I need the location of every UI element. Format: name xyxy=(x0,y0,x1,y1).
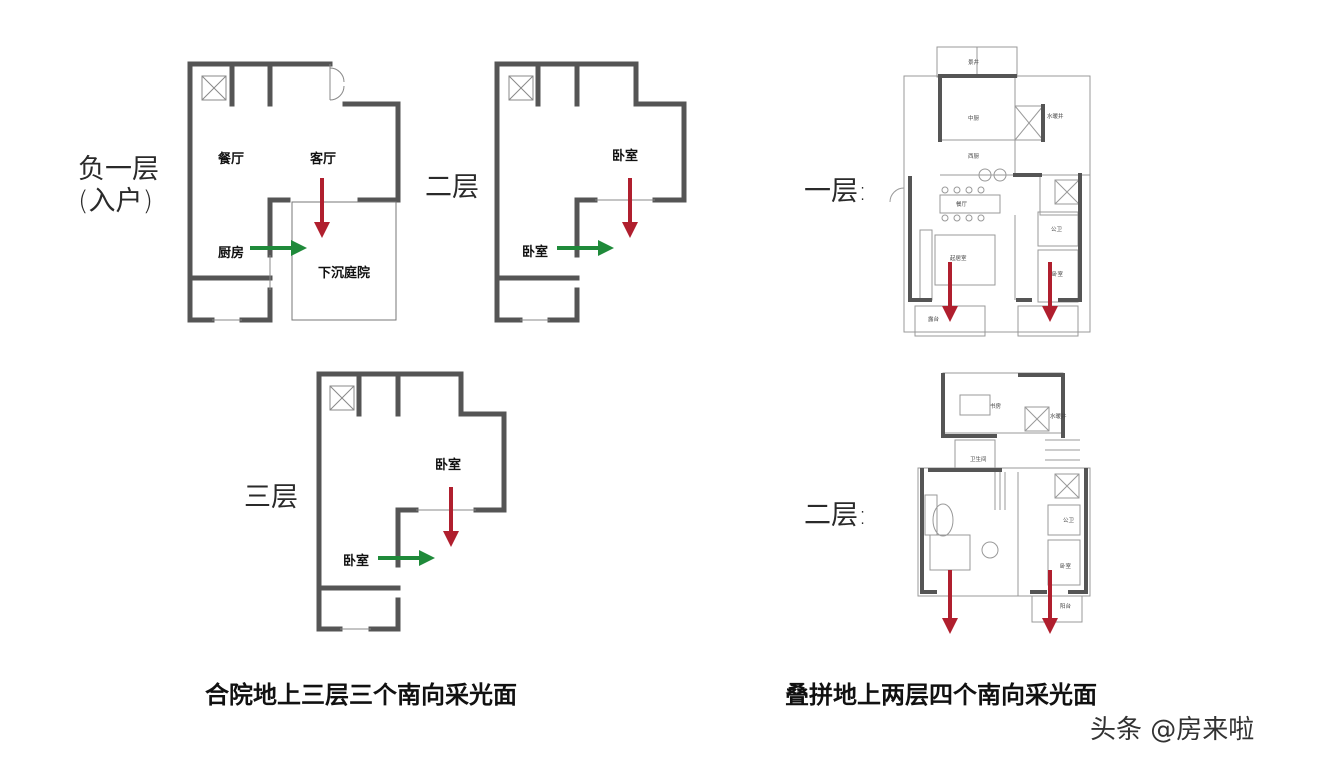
right-f2-label-study: 书房 xyxy=(990,404,1002,410)
east-arrow xyxy=(250,240,307,256)
room-label-dining: 餐厅 xyxy=(218,152,245,167)
south-arrow xyxy=(314,178,330,238)
east-arrows xyxy=(250,240,614,566)
right-f2-label-shaft: 水暖井 xyxy=(1050,414,1067,420)
south-arrow xyxy=(443,487,459,547)
watermark: 头条 @房来啦 xyxy=(1090,715,1255,745)
f2-details xyxy=(508,75,655,321)
right-f1-floorplan xyxy=(889,46,1091,337)
south-arrow xyxy=(1042,570,1058,634)
right-f1-label-shaft: 水暖井 xyxy=(1047,114,1064,120)
right-f1-label-terrace: 露台 xyxy=(928,317,940,323)
b1-floor-label: 负一层 xyxy=(78,154,159,185)
b1-floor-sublabel: (入户) xyxy=(78,186,154,217)
south-arrow xyxy=(942,570,958,634)
right-f2-label-bath: 卫生间 xyxy=(970,457,987,463)
right-f2-floor-label: 二层: xyxy=(804,500,868,531)
room-label-bedroom: 卧室 xyxy=(435,458,462,473)
south-arrow xyxy=(1042,262,1058,322)
right-f1-label-bedroom: 卧室 xyxy=(1052,272,1064,278)
f3-floorplan xyxy=(316,371,507,632)
f3-details xyxy=(329,385,476,630)
right-f2-walls xyxy=(920,373,1088,594)
right-f2-label-public-bath: 公卫 xyxy=(1063,518,1075,524)
south-arrow xyxy=(622,178,638,238)
b1-floorplan xyxy=(187,61,401,323)
east-arrow xyxy=(378,550,435,566)
room-label-courtyard: 下沉庭院 xyxy=(318,266,371,281)
room-label-kitchen: 厨房 xyxy=(218,246,245,261)
right-caption: 叠拼地上两层四个南向采光面 xyxy=(785,681,1097,709)
room-label-living: 客厅 xyxy=(310,152,337,167)
left-caption: 合院地上三层三个南向采光面 xyxy=(205,681,517,709)
f2-floor-label: 二层 xyxy=(425,172,479,203)
right-f1-label-top: 景井 xyxy=(968,60,980,66)
right-f1-label-living: 起居室 xyxy=(950,256,967,262)
east-arrow xyxy=(557,240,614,256)
b1-details xyxy=(201,64,397,321)
right-f1-label-kitchen: 中厨 xyxy=(968,116,980,122)
right-f2-label-bedroom: 卧室 xyxy=(1060,564,1072,570)
right-f1-label-bath: 公卫 xyxy=(1051,227,1063,233)
south-arrows xyxy=(314,178,1058,634)
south-arrow xyxy=(942,262,958,322)
f3-floor-label: 三层 xyxy=(244,482,298,513)
right-f1-label-dining: 餐厅 xyxy=(956,202,968,208)
right-f2-label-balcony: 阳台 xyxy=(1060,604,1072,610)
room-label-bedroom: 卧室 xyxy=(612,149,639,164)
right-f1-walls xyxy=(908,74,1082,302)
room-label-bedroom: 卧室 xyxy=(522,245,549,260)
right-f1-label-west-kitchen: 西厨 xyxy=(968,154,980,160)
right-f1-floor-label: 一层: xyxy=(804,176,868,207)
room-label-bedroom: 卧室 xyxy=(343,554,370,569)
f2-floorplan xyxy=(494,61,687,323)
